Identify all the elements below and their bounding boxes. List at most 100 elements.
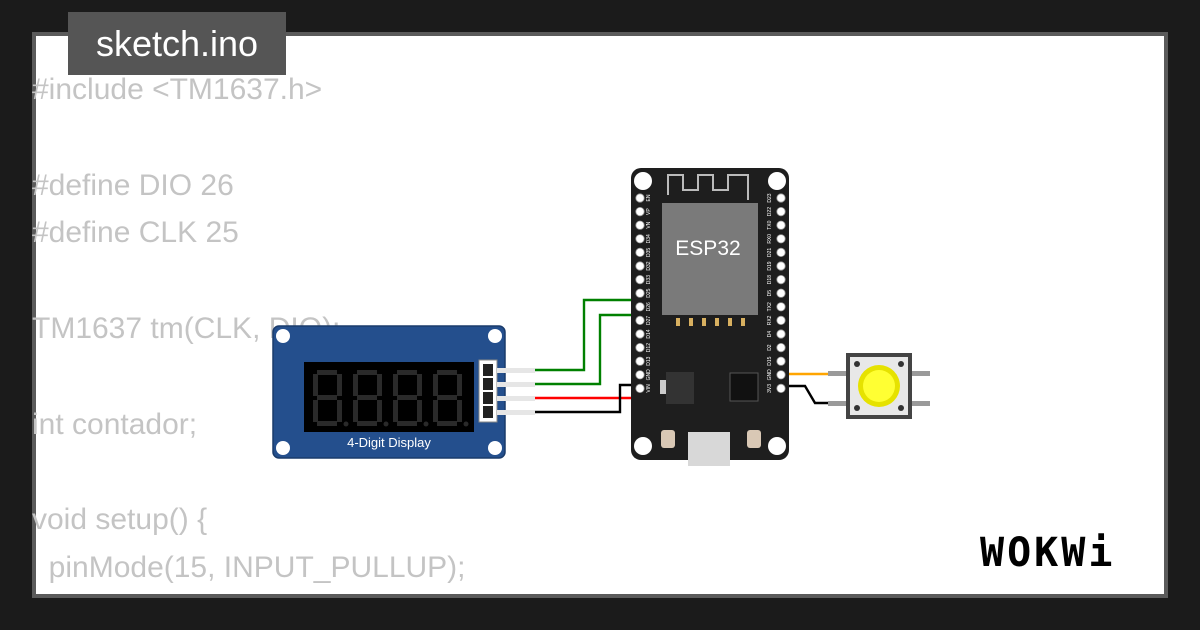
pin-right-rx2[interactable] (776, 315, 786, 325)
pin-left-en[interactable] (635, 193, 645, 203)
pin-label: VN (646, 221, 652, 228)
segment (337, 374, 342, 396)
segment (393, 374, 398, 396)
pin-right-d15[interactable] (776, 356, 786, 366)
pin-right-3v3[interactable] (776, 383, 786, 393)
tm1637-display-module[interactable]: 4-Digit Display (272, 325, 535, 459)
pin-left-d14[interactable] (635, 329, 645, 339)
segment (317, 395, 337, 400)
wire-clk[interactable] (535, 298, 640, 372)
pin-label: D23 (767, 193, 773, 202)
segment (377, 374, 382, 396)
pin-label: TX0 (767, 220, 773, 229)
code-line: #define CLK 25 (32, 216, 239, 250)
pin-label: D2 (767, 344, 773, 351)
segment (353, 400, 358, 422)
pin-left-vn[interactable] (635, 220, 645, 230)
segment (317, 421, 337, 426)
pin-right-d18[interactable] (776, 274, 786, 285)
code-line: pinMode(15, INPUT_PULLUP); (32, 550, 466, 584)
pin-right-d4[interactable] (776, 329, 786, 339)
pin-label: D14 (646, 329, 652, 338)
chip-pad (676, 318, 680, 326)
pin-left-d26[interactable] (635, 302, 645, 312)
esp32-board[interactable]: ESP32 ENVPVND34D35D32D33D25D26D27D14D12D… (631, 168, 789, 466)
pin-right-d21[interactable] (776, 247, 786, 257)
pin-label: RX0 (767, 234, 773, 244)
segment (433, 374, 438, 396)
pin-left-d35[interactable] (635, 247, 645, 257)
segment (437, 370, 457, 375)
decimal-point (423, 421, 429, 427)
pin-right-d19[interactable] (776, 261, 786, 271)
wire-button-gnd[interactable] (780, 384, 848, 405)
decimal-point (463, 421, 469, 427)
segment (393, 400, 398, 422)
segment (353, 374, 358, 396)
wire-dio[interactable] (535, 313, 640, 386)
pin-label: 3V3 (767, 384, 773, 393)
pin-label: D35 (646, 248, 652, 257)
pin-left-d34[interactable] (635, 234, 645, 244)
chip-pad (702, 318, 706, 326)
pin-right-d23[interactable] (776, 193, 786, 203)
pin-right-tx2[interactable] (776, 302, 786, 312)
boot-button[interactable] (661, 430, 675, 448)
pin-label: RX2 (767, 315, 773, 325)
pin-label: GND (767, 369, 773, 381)
pin-label: TX2 (767, 302, 773, 311)
pin-left-vp[interactable] (635, 207, 645, 217)
pin-label: D19 (767, 261, 773, 270)
pin-left-d12[interactable] (635, 342, 645, 353)
segment (357, 370, 377, 375)
pin-label: EN (646, 194, 652, 201)
pin-right-rx0[interactable] (776, 234, 786, 244)
pin-right-d2[interactable] (776, 342, 786, 353)
segment (357, 395, 377, 400)
wokwi-logo: WOKWi (980, 530, 1112, 576)
pin-label: D21 (767, 248, 773, 257)
pin-left-d27[interactable] (635, 315, 645, 325)
pin-label: D4 (767, 331, 773, 338)
pushbutton[interactable] (828, 353, 930, 419)
antenna-trace (667, 174, 749, 200)
segment (397, 421, 417, 426)
segment (433, 400, 438, 422)
pin-right-d5[interactable] (776, 288, 786, 298)
code-line: void setup() { (32, 503, 208, 537)
pin-left-d13[interactable] (635, 356, 645, 366)
pin-label: D26 (646, 302, 652, 311)
pin-label: VP (646, 208, 652, 215)
pin-left-d25[interactable] (635, 288, 645, 298)
segment (437, 395, 457, 400)
pin-right-gnd[interactable] (776, 370, 786, 380)
segment (417, 374, 422, 396)
pin-right-d22[interactable] (776, 207, 786, 217)
pin-label: D15 (767, 356, 773, 365)
segment (457, 400, 462, 422)
segment (357, 421, 377, 426)
pin-left-gnd[interactable] (635, 370, 645, 380)
decimal-point (343, 421, 349, 427)
segment (457, 374, 462, 396)
pin-label: D5 (767, 290, 773, 297)
pin-left-d33[interactable] (635, 274, 645, 285)
segment (437, 421, 457, 426)
pin-label: VIN (646, 384, 652, 393)
pin-left-d32[interactable] (635, 261, 645, 271)
segment (313, 400, 318, 422)
pin-left-vin[interactable] (635, 383, 645, 393)
reset-button[interactable] (747, 430, 761, 448)
segment (317, 370, 337, 375)
code-line: #include <TM1637.h> (32, 73, 323, 106)
micro-usb-port (688, 432, 730, 466)
pin-label: D12 (646, 343, 652, 352)
wire-gnd[interactable] (535, 383, 640, 414)
chip-pad (715, 318, 719, 326)
pin-right-tx0[interactable] (776, 220, 786, 230)
display-label: 4-Digit Display (347, 435, 431, 450)
pin-label: D27 (646, 316, 652, 325)
segment (397, 395, 417, 400)
segment (313, 374, 318, 396)
